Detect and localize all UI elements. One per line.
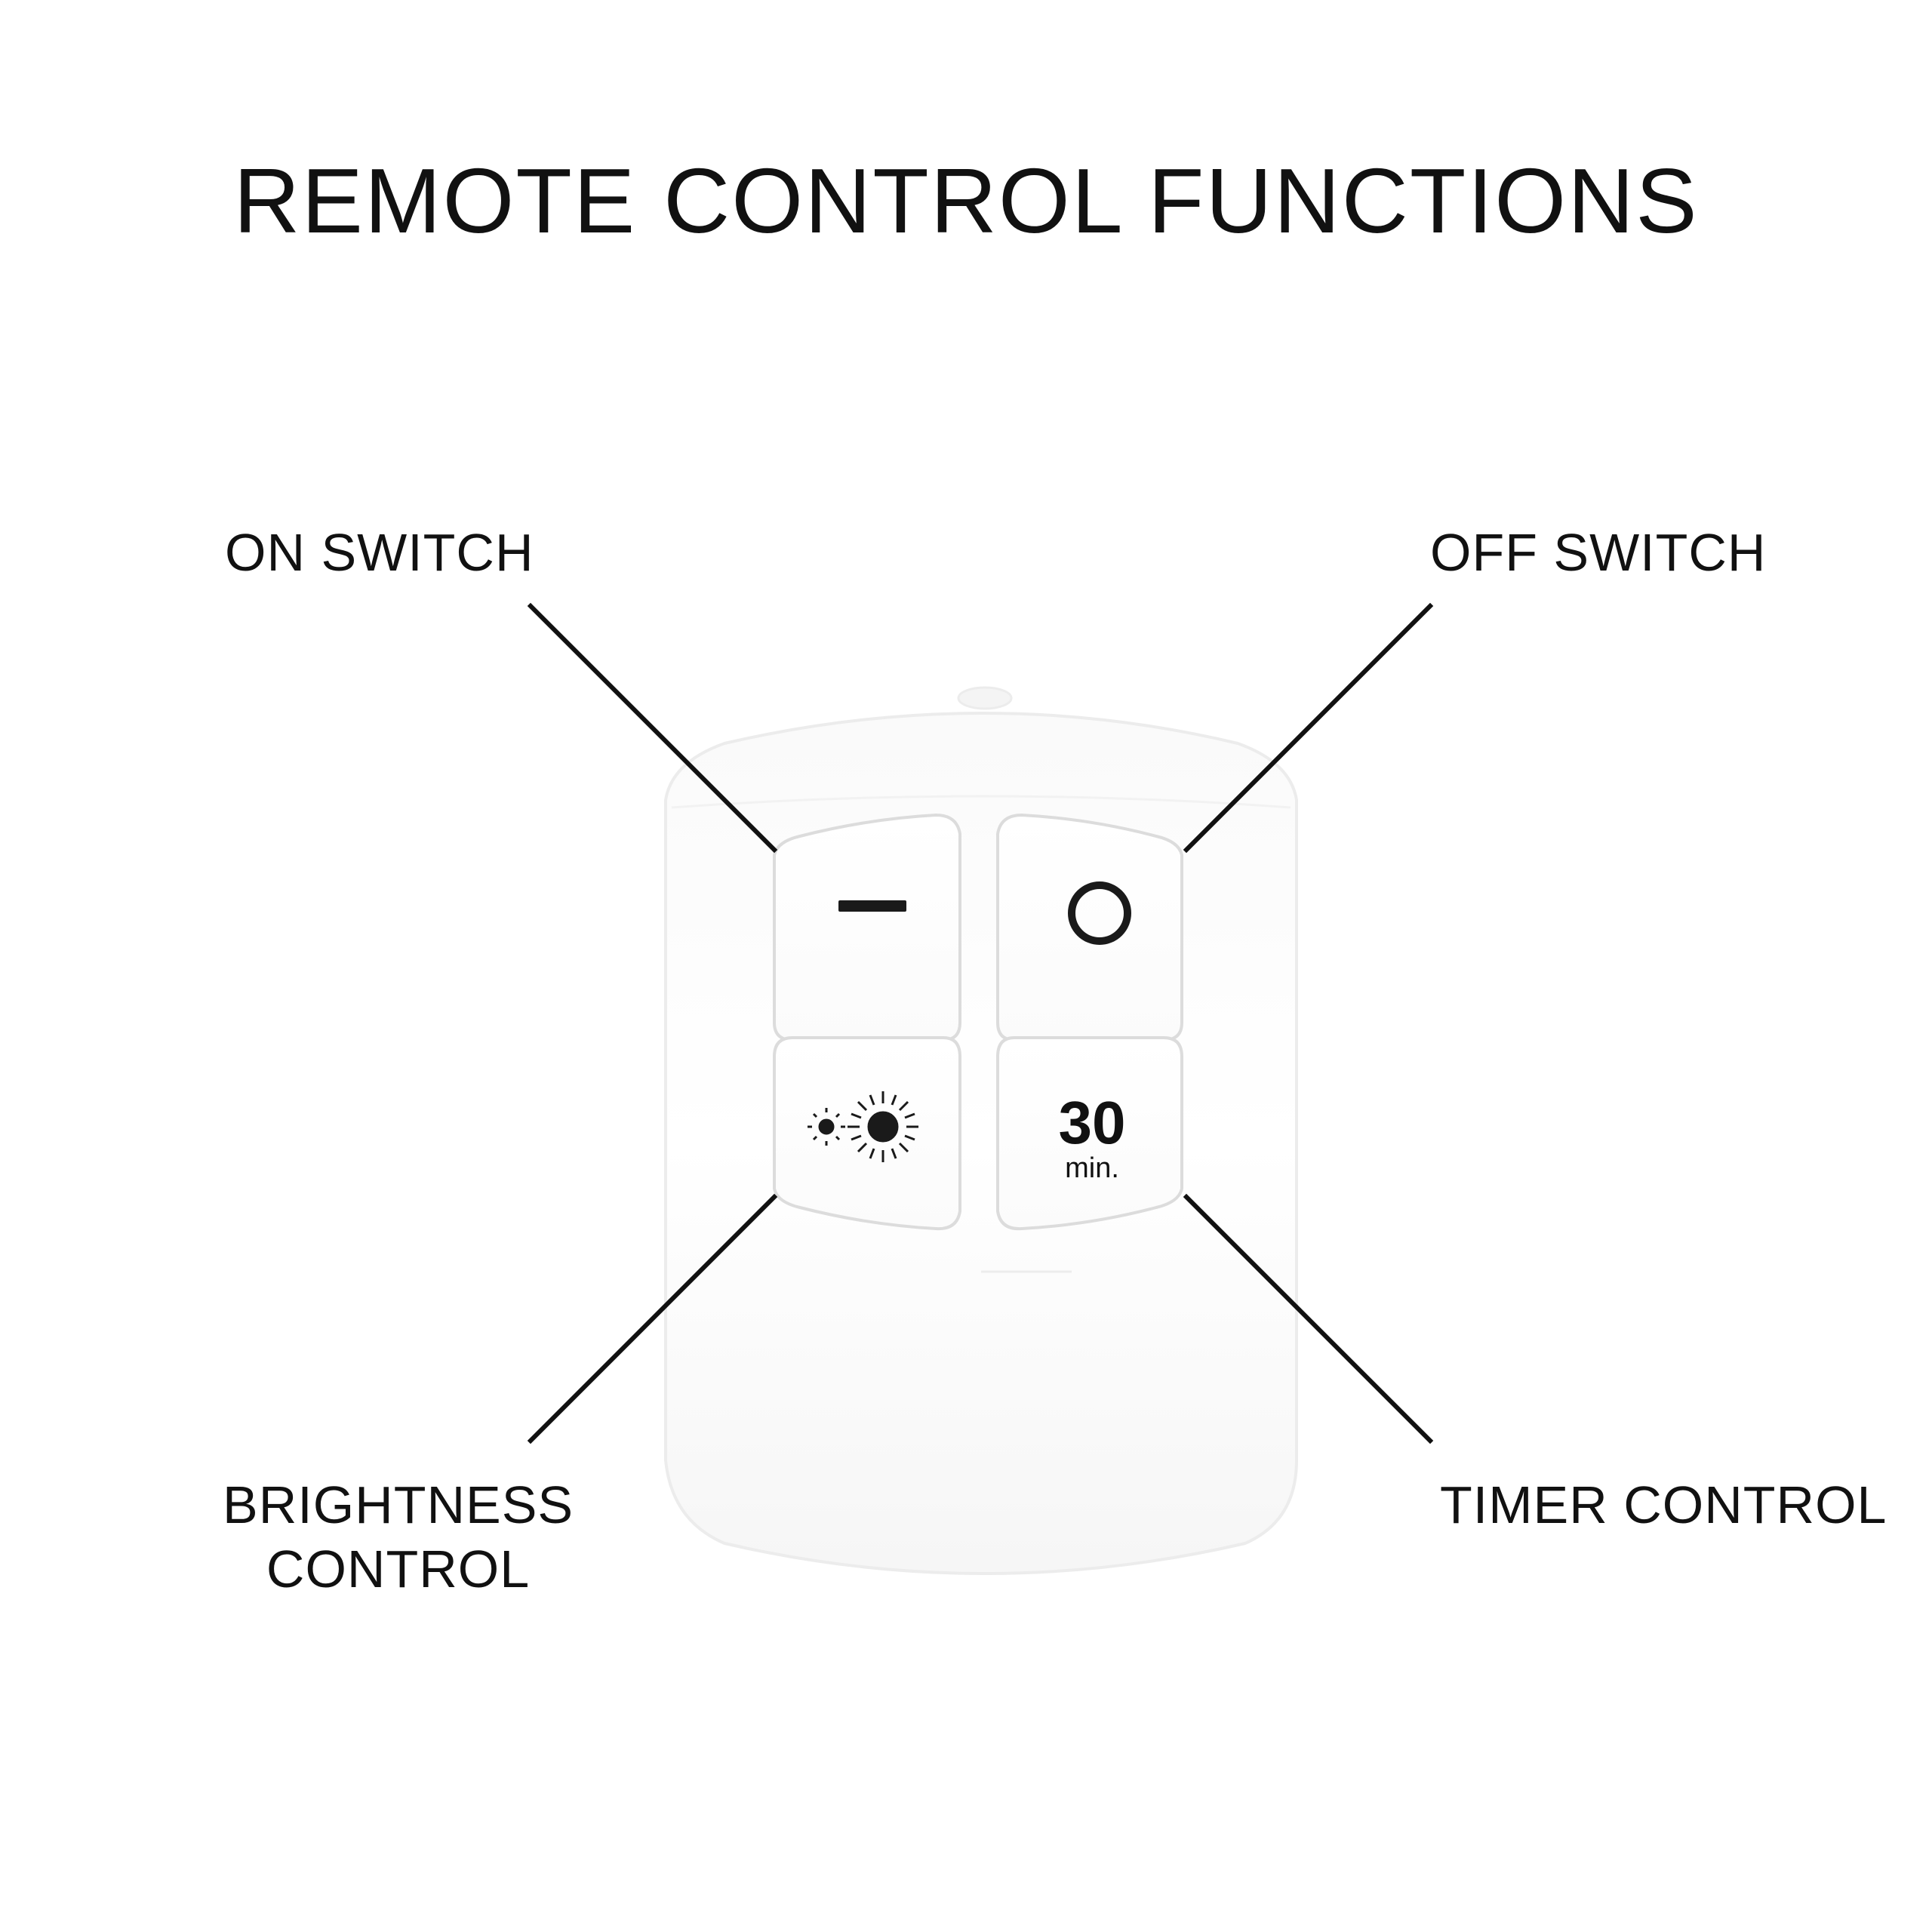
leader-line-on <box>527 602 778 854</box>
sun-brightness-icon <box>808 1091 918 1162</box>
brightness-button[interactable] <box>773 1036 961 1231</box>
label-off-switch: OFF SWITCH <box>1430 523 1767 582</box>
timer-unit: min. <box>1065 1152 1119 1184</box>
page-title: REMOTE CONTROL FUNCTIONS <box>233 149 1699 252</box>
leader-line-off <box>1183 602 1434 854</box>
leader-line-timer <box>1183 1193 1434 1444</box>
timer-button[interactable]: 30 min. <box>996 1036 1183 1231</box>
label-brightness-line1: BRIGHTNESS <box>223 1475 574 1534</box>
circle-icon <box>1068 881 1131 945</box>
minus-bar-icon <box>838 900 906 912</box>
on-button[interactable] <box>773 813 961 1041</box>
leader-line-brightness <box>527 1193 778 1444</box>
label-timer-control: TIMER CONTROL <box>1440 1475 1887 1534</box>
timer-value: 30 <box>1059 1089 1126 1156</box>
label-brightness-control: BRIGHTNESS CONTROL <box>223 1473 574 1602</box>
label-brightness-line2: CONTROL <box>266 1540 531 1599</box>
remote-body <box>664 686 1298 1575</box>
off-button[interactable] <box>996 813 1183 1041</box>
label-on-switch: ON SWITCH <box>225 523 534 582</box>
